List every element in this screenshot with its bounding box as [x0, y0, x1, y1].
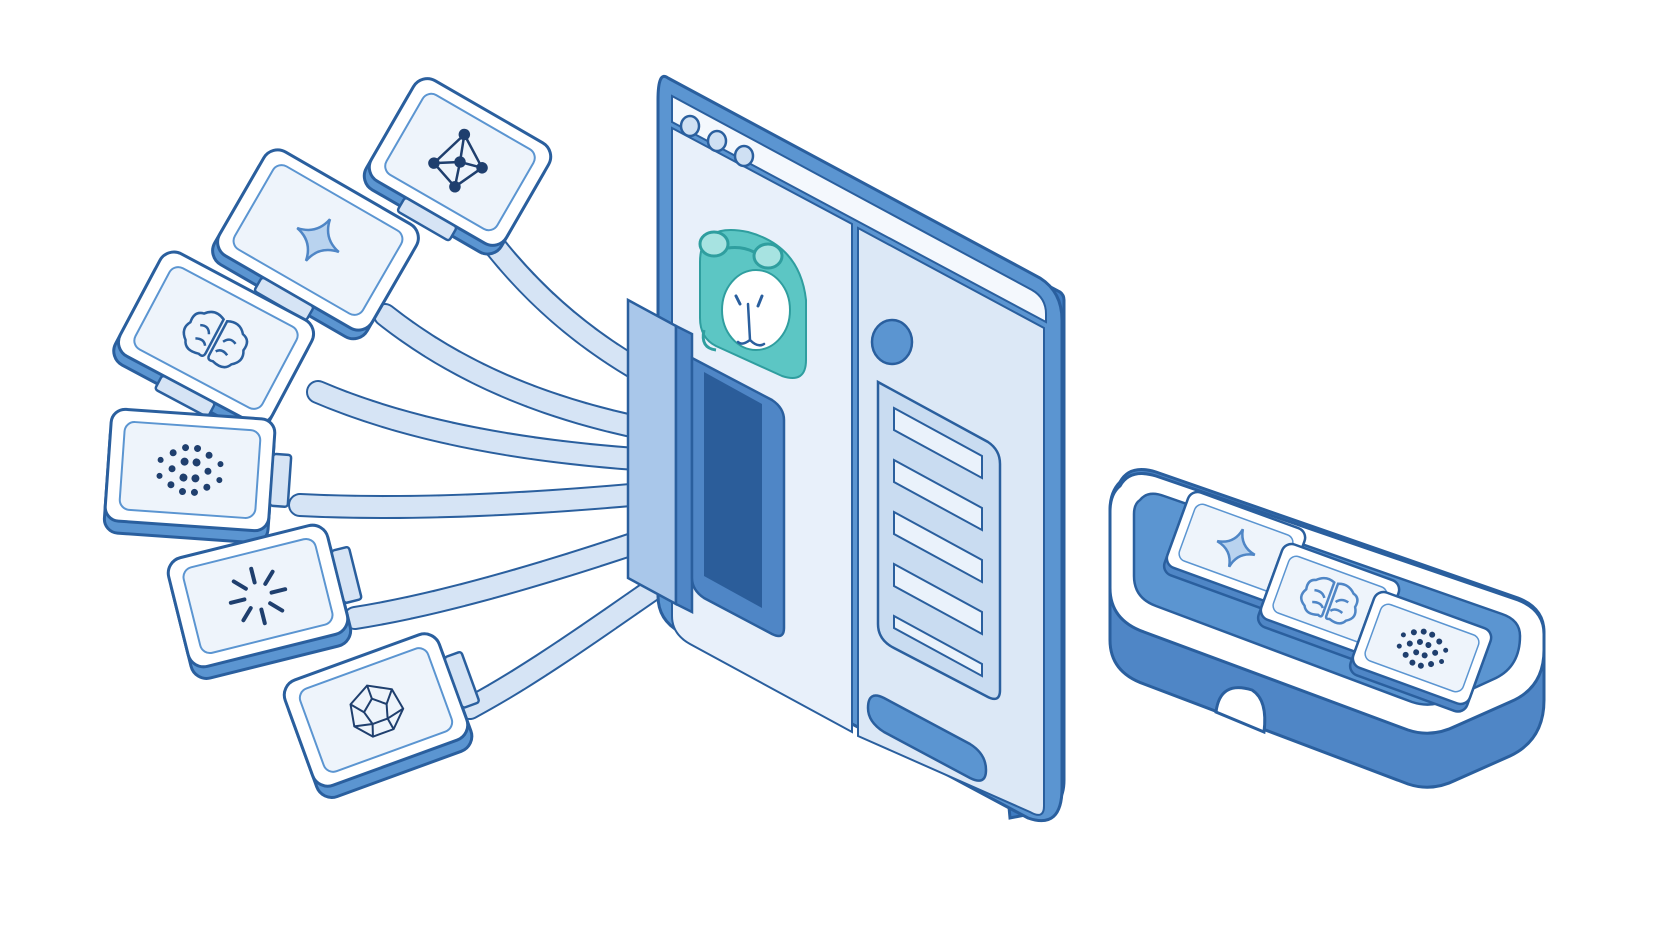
module-tray	[1108, 468, 1546, 789]
list-row[interactable]	[893, 510, 983, 584]
window-dot-1[interactable]	[679, 114, 701, 138]
list-row[interactable]	[893, 562, 983, 636]
sidebar-action-button[interactable]	[866, 694, 988, 782]
window-controls	[679, 114, 755, 168]
module-card[interactable]	[204, 144, 424, 350]
sparkle-star-icon	[1216, 528, 1256, 568]
app-window	[626, 74, 1066, 823]
network-graph-icon	[428, 128, 488, 193]
module-card[interactable]	[105, 246, 319, 443]
tray-module-card[interactable]	[1161, 489, 1308, 614]
dot-cluster-icon	[156, 444, 224, 496]
list-row[interactable]	[893, 406, 983, 480]
sidebar-list	[893, 406, 983, 678]
dot-cluster-icon	[1396, 628, 1449, 669]
plugin-modules	[102, 73, 556, 802]
module-card[interactable]	[102, 407, 293, 545]
plugin-slot[interactable]	[626, 297, 786, 638]
sparkle-star-icon	[296, 218, 340, 262]
capybara-mascot	[698, 229, 807, 379]
brain-icon	[1300, 576, 1359, 625]
module-card[interactable]	[165, 517, 372, 681]
module-card[interactable]	[280, 623, 493, 802]
radial-burst-icon	[228, 566, 288, 626]
tray-module-card[interactable]	[1347, 589, 1494, 714]
profile-avatar[interactable]	[870, 318, 914, 366]
brain-icon	[182, 310, 249, 369]
module-card[interactable]	[355, 73, 556, 265]
window-dot-2[interactable]	[706, 129, 728, 153]
list-row[interactable]	[893, 614, 983, 678]
polyhedron-icon	[349, 684, 405, 738]
list-row[interactable]	[893, 458, 983, 532]
window-dot-3[interactable]	[733, 144, 755, 168]
